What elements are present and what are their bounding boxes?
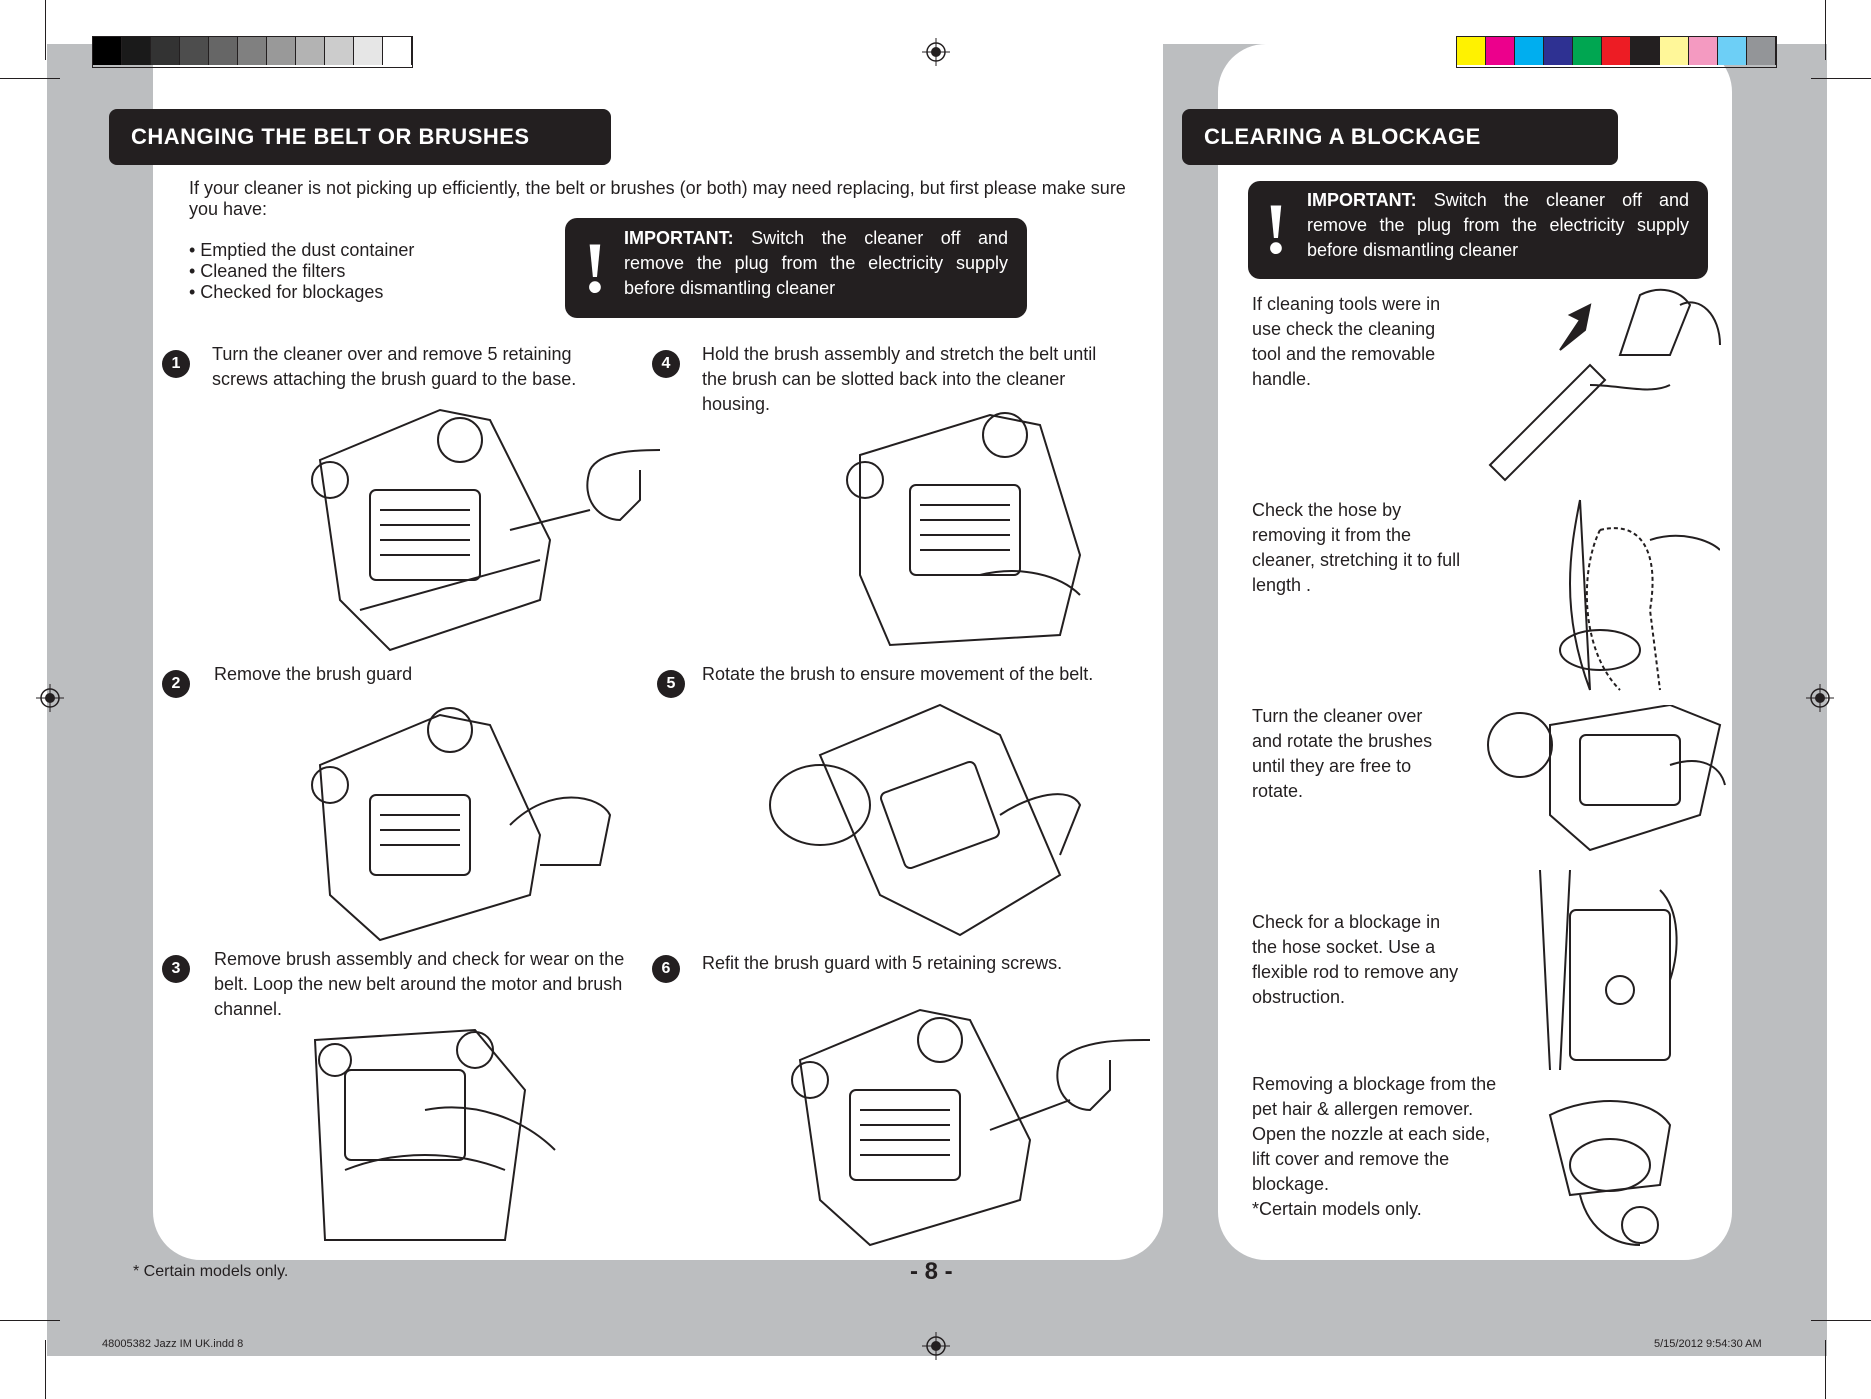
registration-mark-icon [922,1332,950,1360]
blockage-item-brushes: Turn the cleaner over and rotate the bru… [1252,706,1433,801]
step-number-badge: 4 [652,350,680,378]
color-swatch [238,37,267,65]
blockage-item-tools: If cleaning tools were in use check the … [1252,294,1441,389]
color-swatch [1660,37,1689,65]
checklist: • Emptied the dust container • Cleaned t… [189,240,414,303]
pet-hair-remover-illustration [1548,1100,1672,1246]
hose-stretch-illustration [1559,499,1720,691]
warning-strong: IMPORTANT: [1307,190,1417,210]
crop-mark [0,1320,60,1321]
step-5-text: Rotate the brush to ensure movement of t… [702,664,1094,684]
crop-mark [1811,1320,1871,1321]
color-swatch [1747,37,1776,65]
color-swatch [1515,37,1544,65]
blockage-item-hose: Check the hose by removing it from the c… [1252,500,1461,595]
vacuum-refit-guard-illustration [791,1008,1150,1247]
step-number-badge: 5 [657,670,685,698]
color-swatch [383,37,412,65]
rotate-brushes-illustration [1487,705,1726,852]
registration-mark-icon [1806,684,1834,712]
color-swatch [1486,37,1515,65]
checklist-item: • Cleaned the filters [189,261,346,281]
step-number-badge: 2 [162,670,190,698]
step-1-text: Turn the cleaner over and remove 5 retai… [212,344,577,389]
step-number-badge: 6 [652,955,680,983]
checklist-item: • Emptied the dust container [189,240,415,260]
color-swatch [1544,37,1573,65]
page-number: - 8 - [910,1258,953,1285]
vacuum-belt-loop-illustration [313,1028,556,1241]
cleaning-tool-illustration [1488,288,1721,482]
color-swatch [122,37,151,65]
footnote: * Certain models only. [133,1263,289,1280]
blockage-item-pet-hair: Removing a blockage from the pet hair & … [1252,1074,1497,1219]
color-swatch [325,37,354,65]
section-header-clearing-blockage: CLEARING A BLOCKAGE [1182,109,1618,165]
process-color-bar [1456,36,1777,68]
color-swatch [354,37,383,65]
color-swatch [1689,37,1718,65]
intro-text: If your cleaner is not picking up effici… [189,178,1126,219]
step-number-badge: 3 [162,955,190,983]
exclamation-icon: ! [583,228,607,308]
vacuum-rotate-brush-illustration [769,703,1082,937]
warning-body: Switch the cleaner off and remove the pl… [624,228,1008,298]
step-4-text: Hold the brush assembly and stretch the … [702,344,1097,414]
registration-mark-icon [36,684,64,712]
color-swatch [1602,37,1631,65]
checklist-item: • Checked for blockages [189,282,384,302]
color-swatch [1631,37,1660,65]
crop-mark [1825,0,1826,60]
blockage-item-socket: Check for a blockage in the hose socket.… [1252,912,1459,1007]
color-swatch [1457,37,1486,65]
slug-timestamp: 5/15/2012 9:54:30 AM [1654,1338,1762,1350]
warning-strong: IMPORTANT: [624,228,734,248]
vacuum-brush-assembly-illustration [846,412,1082,647]
step-number-badge: 1 [162,350,190,378]
section-header-changing-belt: CHANGING THE BELT OR BRUSHES [109,109,611,165]
exclamation-icon: ! [1264,189,1288,269]
important-warning-box: ! IMPORTANT: Switch the cleaner off and … [565,218,1027,318]
hose-socket-illustration [1539,870,1678,1071]
important-warning-box: ! IMPORTANT: Switch the cleaner off and … [1248,181,1708,279]
color-swatch [151,37,180,65]
vacuum-remove-guard-illustration [311,707,612,942]
color-swatch [267,37,296,65]
step-2-text: Remove the brush guard [214,664,413,684]
color-swatch [93,37,122,65]
slug-file-info: 48005382 Jazz IM UK.indd 8 [102,1338,244,1350]
color-swatch [209,37,238,65]
crop-mark [1811,78,1871,79]
registration-mark-icon [922,38,950,66]
color-swatch [296,37,325,65]
crop-mark [45,1340,46,1399]
vacuum-underside-screw-illustration [311,408,661,652]
color-swatch [1718,37,1747,65]
crop-mark [0,78,60,79]
step-6-text: Refit the brush guard with 5 retaining s… [702,953,1063,973]
warning-text: IMPORTANT: Switch the cleaner off and re… [624,226,1008,301]
crop-mark [1825,1340,1826,1399]
step-3-text: Remove brush assembly and check for wear… [214,949,625,1019]
warning-text: IMPORTANT: Switch the cleaner off and re… [1307,188,1689,263]
warning-body: Switch the cleaner off and remove the pl… [1307,190,1689,260]
color-swatch [1573,37,1602,65]
crop-mark [45,0,46,60]
color-swatch [180,37,209,65]
grayscale-color-bar [92,36,413,68]
